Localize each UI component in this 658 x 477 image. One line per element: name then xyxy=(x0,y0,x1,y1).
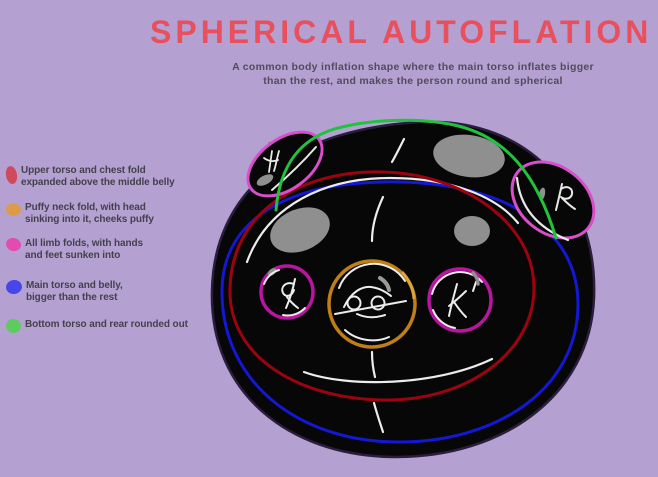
chest-fold-outline xyxy=(228,170,536,402)
legend-item-bottom-torso: Bottom torso and rear rounded out xyxy=(6,319,188,333)
limb-fold-left-hand xyxy=(259,264,315,320)
page-title: SPHERICAL AUTOFLATION xyxy=(150,14,653,50)
main-torso-color-dot xyxy=(4,278,24,296)
subtitle-line-2: than the rest, and makes the person roun… xyxy=(263,75,563,87)
gray-highlights xyxy=(270,134,505,253)
chest-fold-color-dot xyxy=(4,165,19,185)
legend-label: All limb folds, with hands and feet sunk… xyxy=(25,238,143,261)
legend-label: Upper torso and chest fold expanded abov… xyxy=(21,165,175,188)
legend-item-limb-folds: All limb folds, with hands and feet sunk… xyxy=(4,236,143,262)
limb-fold-right-hand xyxy=(427,267,493,333)
legend-item-neck-fold: Puffy neck fold, with head sinking into … xyxy=(5,202,154,226)
bottom-torso-color-dot xyxy=(6,319,21,333)
legend-label: Bottom torso and rear rounded out xyxy=(25,319,188,330)
legend-label: Main torso and belly, bigger than the re… xyxy=(26,280,123,303)
subtitle-line-1: A common body inflation shape where the … xyxy=(232,61,594,73)
limb-folds-color-dot xyxy=(4,236,23,253)
legend-item-chest-fold: Upper torso and chest fold expanded abov… xyxy=(4,165,175,189)
limb-fold-upper-left xyxy=(246,130,324,198)
rear-outline xyxy=(274,118,558,240)
white-creases xyxy=(245,137,520,434)
legend-item-main-torso: Main torso and belly, bigger than the re… xyxy=(4,278,123,304)
neck-fold-face xyxy=(327,259,417,349)
main-torso-outline xyxy=(220,180,580,444)
legend-label: Puffy neck fold, with head sinking into … xyxy=(25,202,154,225)
page-subtitle: A common body inflation shape where the … xyxy=(170,60,656,88)
neck-fold-color-dot xyxy=(5,202,22,217)
